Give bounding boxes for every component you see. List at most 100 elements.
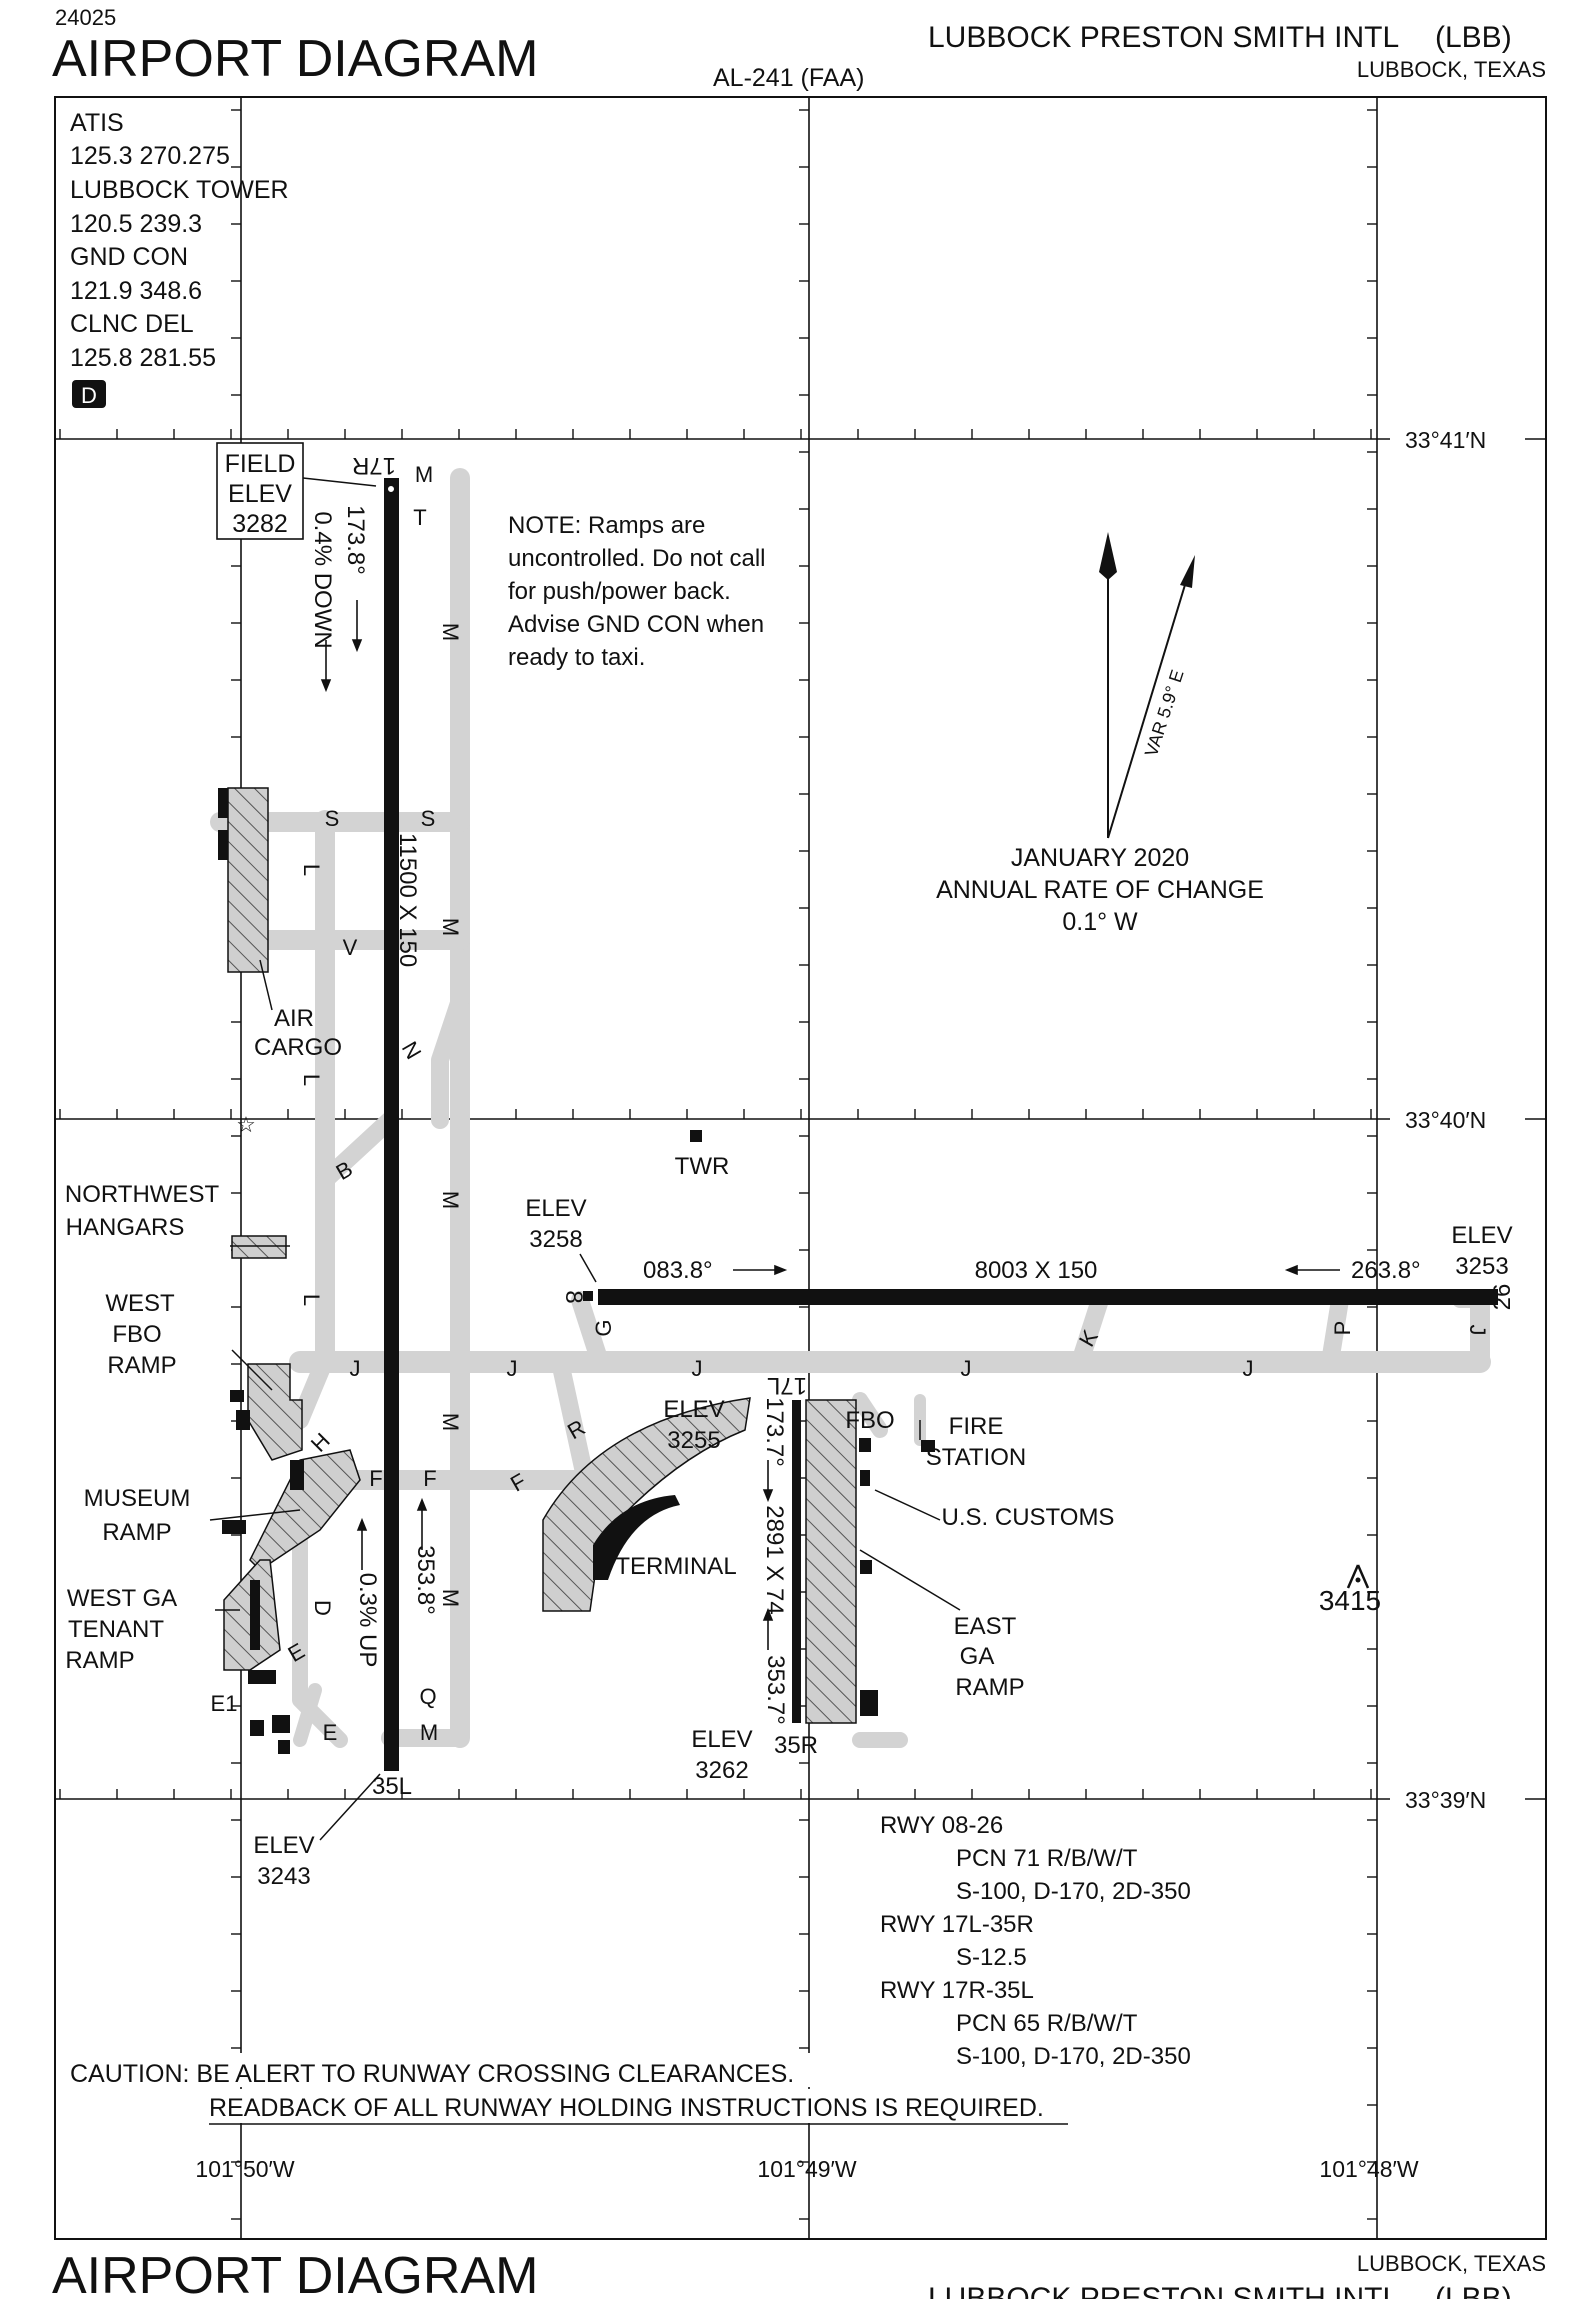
svg-text:FBO: FBO — [112, 1321, 161, 1348]
svg-text:3262: 3262 — [695, 1757, 748, 1784]
museum-ramp-label: MUSEUM — [84, 1485, 191, 1512]
fire-station-label: FIRE — [949, 1413, 1004, 1440]
svg-text:M: M — [420, 1720, 438, 1745]
svg-text:E: E — [323, 1720, 338, 1745]
svg-text:3255: 3255 — [667, 1427, 720, 1454]
svg-text:J: J — [692, 1356, 703, 1381]
rwy-end-35l: 35L — [372, 1773, 412, 1800]
air-cargo-building — [218, 830, 228, 860]
west-ga-building — [250, 1580, 260, 1650]
freq-clearance-values: 125.8 281.55 — [70, 344, 216, 372]
svg-text:D: D — [310, 1600, 335, 1616]
caution-notice: CAUTION: BE ALERT TO RUNWAY CROSSING CLE… — [66, 2053, 1072, 2125]
magnetic-north-icon — [1180, 555, 1195, 588]
svg-text:ELEV: ELEV — [525, 1195, 586, 1222]
svg-text:Q: Q — [419, 1684, 436, 1709]
svg-text:S-12.5: S-12.5 — [956, 1944, 1027, 1971]
northwest-hangars-ramp — [231, 1235, 287, 1259]
air-cargo-building — [218, 788, 228, 818]
freq-tower-values: 120.5 239.3 — [70, 210, 202, 238]
svg-text:S-100, D-170, 2D-350: S-100, D-170, 2D-350 — [956, 2043, 1191, 2070]
runways — [384, 478, 1498, 1771]
heading-arrows — [320, 600, 1340, 1650]
svg-text:ELEV: ELEV — [663, 1396, 724, 1423]
frequency-block: ATIS 125.3 270.275 LUBBOCK TOWER 120.5 2… — [70, 109, 289, 408]
rwy-17l-heading: 173.7° — [761, 1397, 788, 1467]
footer-city-state: LUBBOCK, TEXAS — [1357, 2251, 1546, 2276]
svg-text:J: J — [961, 1356, 972, 1381]
nw-hangars-label: NORTHWEST — [65, 1181, 220, 1208]
svg-text:M: M — [415, 462, 433, 487]
svg-text:S-100, D-170, 2D-350: S-100, D-170, 2D-350 — [956, 1878, 1191, 1905]
rwy-08-dimensions: 8003 X 150 — [975, 1257, 1098, 1284]
freq-tower: LUBBOCK TOWER — [70, 176, 289, 204]
west-fbo-ramp-area — [247, 1363, 303, 1461]
east-ga-ramp-area — [805, 1399, 857, 1724]
west-fbo-ramp-label: WEST — [105, 1290, 175, 1317]
svg-text:M: M — [438, 1589, 463, 1607]
field-elevation-marker — [386, 484, 396, 494]
west-ga-building — [272, 1715, 290, 1733]
lat-label-south: 33°39′N — [1405, 1787, 1486, 1813]
obstacle: 3415 — [1319, 1564, 1381, 1616]
runway-labels: 17R 35L 11500 X 150 173.8° 0.4% DOWN 353… — [309, 452, 1516, 1800]
caution-line-1: CAUTION: BE ALERT TO RUNWAY CROSSING CLE… — [70, 2060, 794, 2088]
facility-labels: TWR AIR CARGO NORTHWEST HANGARS WEST FBO… — [65, 1005, 1115, 1701]
svg-text:S: S — [325, 806, 340, 831]
svg-text:ELEV: ELEV — [253, 1832, 314, 1859]
svg-text:Advise GND CON when: Advise GND CON when — [508, 611, 764, 638]
svg-text:F: F — [369, 1466, 382, 1491]
tower-building — [690, 1130, 702, 1142]
svg-text:S: S — [421, 806, 436, 831]
airport-code: (LBB) — [1435, 21, 1512, 54]
svg-text:J: J — [1243, 1356, 1254, 1381]
runway-17l-35r — [792, 1400, 801, 1723]
terminal-building — [593, 1495, 680, 1580]
customs-building — [860, 1470, 870, 1486]
footer: AIRPORT DIAGRAM 24025 LUBBOCK, TEXAS LUB… — [52, 2247, 1546, 2299]
svg-text:F: F — [423, 1466, 436, 1491]
svg-text:E1: E1 — [211, 1691, 238, 1716]
tower-label: TWR — [675, 1153, 730, 1180]
volume-number: 24025 — [55, 5, 116, 30]
svg-text:STATION: STATION — [926, 1444, 1026, 1471]
fbo-label: FBO — [845, 1407, 894, 1434]
air-cargo-ramp — [227, 787, 269, 973]
mag-rate-value: 0.1° W — [1062, 908, 1138, 936]
west-fbo-building — [236, 1410, 250, 1430]
rwy-end-17l: 17L — [767, 1372, 807, 1399]
runway-data-block: RWY 08-26 PCN 71 R/B/W/T S-100, D-170, 2… — [880, 1812, 1191, 2070]
svg-text:PCN 71 R/B/W/T: PCN 71 R/B/W/T — [956, 1845, 1138, 1872]
lat-lon-grid — [55, 97, 1546, 2239]
field-elev-value: 3282 — [232, 510, 288, 538]
mag-date: JANUARY 2020 — [1011, 844, 1189, 872]
runway-08-26 — [598, 1289, 1498, 1305]
svg-text:ELEV: ELEV — [691, 1726, 752, 1753]
freq-ground: GND CON — [70, 243, 188, 271]
true-north-icon — [1099, 532, 1117, 580]
fire-station-building — [921, 1440, 935, 1452]
airport-name: LUBBOCK PRESTON SMITH INTL — [928, 21, 1399, 54]
field-elevation-box: FIELD ELEV 3282 — [216, 442, 377, 540]
rwy-end-35r: 35R — [774, 1732, 818, 1759]
rwy-end-17r: 17R — [352, 452, 396, 479]
svg-text:3253: 3253 — [1455, 1253, 1508, 1280]
svg-text:RAMP: RAMP — [955, 1674, 1024, 1701]
west-ga-ramp-label: WEST GA — [67, 1585, 177, 1612]
svg-text:L: L — [299, 1294, 324, 1306]
svg-text:T: T — [413, 505, 426, 530]
svg-text:CARGO: CARGO — [254, 1034, 342, 1061]
svg-text:RAMP: RAMP — [102, 1519, 171, 1546]
diagram-title: AIRPORT DIAGRAM — [52, 30, 538, 88]
freq-ground-values: 121.9 348.6 — [70, 277, 202, 305]
svg-text:RWY 17R-35L: RWY 17R-35L — [880, 1977, 1034, 2004]
svg-text:HANGARS: HANGARS — [66, 1214, 185, 1241]
fbo-building — [859, 1438, 871, 1452]
svg-text:M: M — [438, 1413, 463, 1431]
ramps — [223, 787, 857, 1724]
mag-rate-label: ANNUAL RATE OF CHANGE — [936, 876, 1264, 904]
rwy-35l-gradient: 0.3% UP — [354, 1573, 381, 1668]
svg-text:M: M — [438, 1191, 463, 1209]
west-ga-building — [248, 1670, 276, 1684]
museum-building — [222, 1520, 246, 1534]
